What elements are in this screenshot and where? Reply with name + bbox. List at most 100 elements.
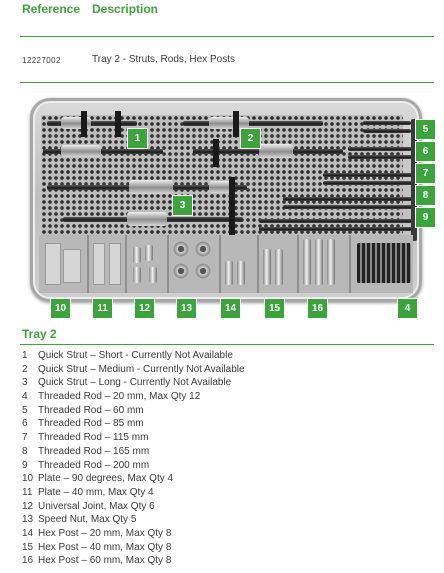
angle-plate <box>63 249 81 283</box>
item-text: Threaded Rod – 60 mm <box>38 404 144 416</box>
speed-nut <box>173 263 189 279</box>
lower-compartments <box>39 235 413 293</box>
threaded-rod <box>283 197 412 201</box>
tray-title: Tray 2 <box>22 327 57 341</box>
universal-joint <box>133 267 141 283</box>
strut-clamp <box>213 139 219 167</box>
item-number: 9 <box>22 459 28 471</box>
item-text: Plate – 40 mm, Max Qty 4 <box>38 486 154 498</box>
item-text: Threaded Rod – 20 mm, Max Qty 12 <box>38 391 201 403</box>
item-number: 13 <box>22 514 34 526</box>
hex-post <box>275 249 283 285</box>
threaded-rod <box>323 173 412 177</box>
straight-plate <box>109 243 121 285</box>
callout-9: 9 <box>415 207 436 228</box>
list-item: 9 Threaded Rod – 200 mm <box>22 459 245 473</box>
speed-nut <box>195 263 211 279</box>
callout-6: 6 <box>415 141 436 162</box>
item-text: Threaded Rod – 165 mm <box>38 445 150 457</box>
strut-body <box>129 180 173 194</box>
reference-code: 12227002 <box>22 56 61 65</box>
strut-body <box>127 212 167 226</box>
list-item: 15 Hex Post – 40 mm, Max Qty 8 <box>22 541 245 555</box>
tray-body <box>30 98 422 302</box>
list-item: 3 Quick Strut – Long - Currently Not Avai… <box>22 376 245 390</box>
header-divider <box>20 36 434 37</box>
list-item: 11 Plate – 40 mm, Max Qty 4 <box>22 486 245 500</box>
strut-body <box>209 181 235 193</box>
item-text: Quick Strut – Short - Currently Not Avai… <box>38 350 233 361</box>
item-text: Universal Joint, Max Qty 6 <box>38 500 155 512</box>
callout-13: 13 <box>176 298 197 319</box>
list-item: 2 Quick Strut – Medium - Currently Not Av… <box>22 363 245 377</box>
strut-body <box>61 145 101 157</box>
list-item: 5 Threaded Rod – 60 mm <box>22 404 245 418</box>
item-text: Hex Post – 20 mm, Max Qty 8 <box>38 527 172 539</box>
item-text: Quick Strut – Medium - Currently Not Ava… <box>38 363 245 375</box>
item-number: 5 <box>22 404 28 416</box>
strut-rod <box>183 121 323 126</box>
callout-14: 14 <box>220 298 241 319</box>
item-number: 6 <box>22 418 28 430</box>
list-item: 6 Threaded Rod – 85 mm <box>22 417 245 431</box>
strut-rod <box>47 121 137 126</box>
threaded-rod <box>259 219 412 223</box>
item-text: Threaded Rod – 115 mm <box>38 432 149 444</box>
callout-4: 4 <box>397 298 418 319</box>
strut-body <box>259 144 293 158</box>
threaded-rod <box>363 121 411 125</box>
callout-5: 5 <box>415 119 436 140</box>
description-column-header: Description <box>92 2 159 16</box>
item-number: 12 <box>22 500 34 512</box>
tray-illustration: 1 2 3 4 5 6 7 8 9 10 11 12 13 14 15 16 <box>30 98 436 319</box>
item-number: 1 <box>22 350 28 361</box>
item-text: Threaded Rod – 200 mm <box>38 459 150 471</box>
threaded-rod <box>348 147 412 151</box>
list-item: 4 Threaded Rod – 20 mm, Max Qty 12 <box>22 390 245 404</box>
hex-post <box>315 239 323 285</box>
item-number: 15 <box>22 541 34 553</box>
row-divider <box>20 82 434 83</box>
threaded-rod <box>259 227 412 231</box>
short-rod-rack <box>411 119 417 241</box>
item-number: 7 <box>22 432 28 444</box>
callout-16: 16 <box>307 298 328 319</box>
callout-3: 3 <box>172 195 193 216</box>
list-item: 8 Threaded Rod – 165 mm <box>22 445 245 459</box>
callout-1: 1 <box>127 128 148 149</box>
short-threaded-rods <box>357 243 411 283</box>
strut-rod <box>43 149 163 154</box>
item-list: 1 Quick Strut – Short - Currently Not Ava… <box>22 349 245 568</box>
item-text: Threaded Rod – 85 mm <box>38 418 144 430</box>
item-number: 10 <box>22 473 34 485</box>
straight-plate <box>93 243 105 285</box>
strut-clamp <box>115 111 121 137</box>
item-number: 11 <box>22 486 33 498</box>
item-number: 3 <box>22 377 28 389</box>
item-number: 4 <box>22 391 28 403</box>
item-text: Quick Strut – Long - Currently Not Avail… <box>38 377 232 389</box>
universal-joint <box>133 247 141 263</box>
list-item: 12 Universal Joint, Max Qty 6 <box>22 500 245 514</box>
item-number: 8 <box>22 445 28 457</box>
callout-7: 7 <box>415 163 436 184</box>
tray-title-divider <box>20 344 434 345</box>
item-number: 16 <box>22 555 34 567</box>
universal-joint <box>145 245 153 261</box>
hex-post <box>303 239 311 285</box>
strut-body <box>209 117 249 129</box>
callout-15: 15 <box>264 298 285 319</box>
item-number: 2 <box>22 363 28 375</box>
list-item: 1 Quick Strut – Short - Currently Not Ava… <box>22 349 245 363</box>
list-item: 7 Threaded Rod – 115 mm <box>22 431 245 445</box>
universal-joint <box>149 267 157 283</box>
item-text: Hex Post – 40 mm, Max Qty 8 <box>38 541 172 553</box>
callout-11: 11 <box>92 298 113 319</box>
hex-post <box>237 261 245 285</box>
hex-post <box>327 239 335 285</box>
item-text: Speed Nut, Max Qty 5 <box>38 514 137 526</box>
callout-12: 12 <box>134 298 155 319</box>
